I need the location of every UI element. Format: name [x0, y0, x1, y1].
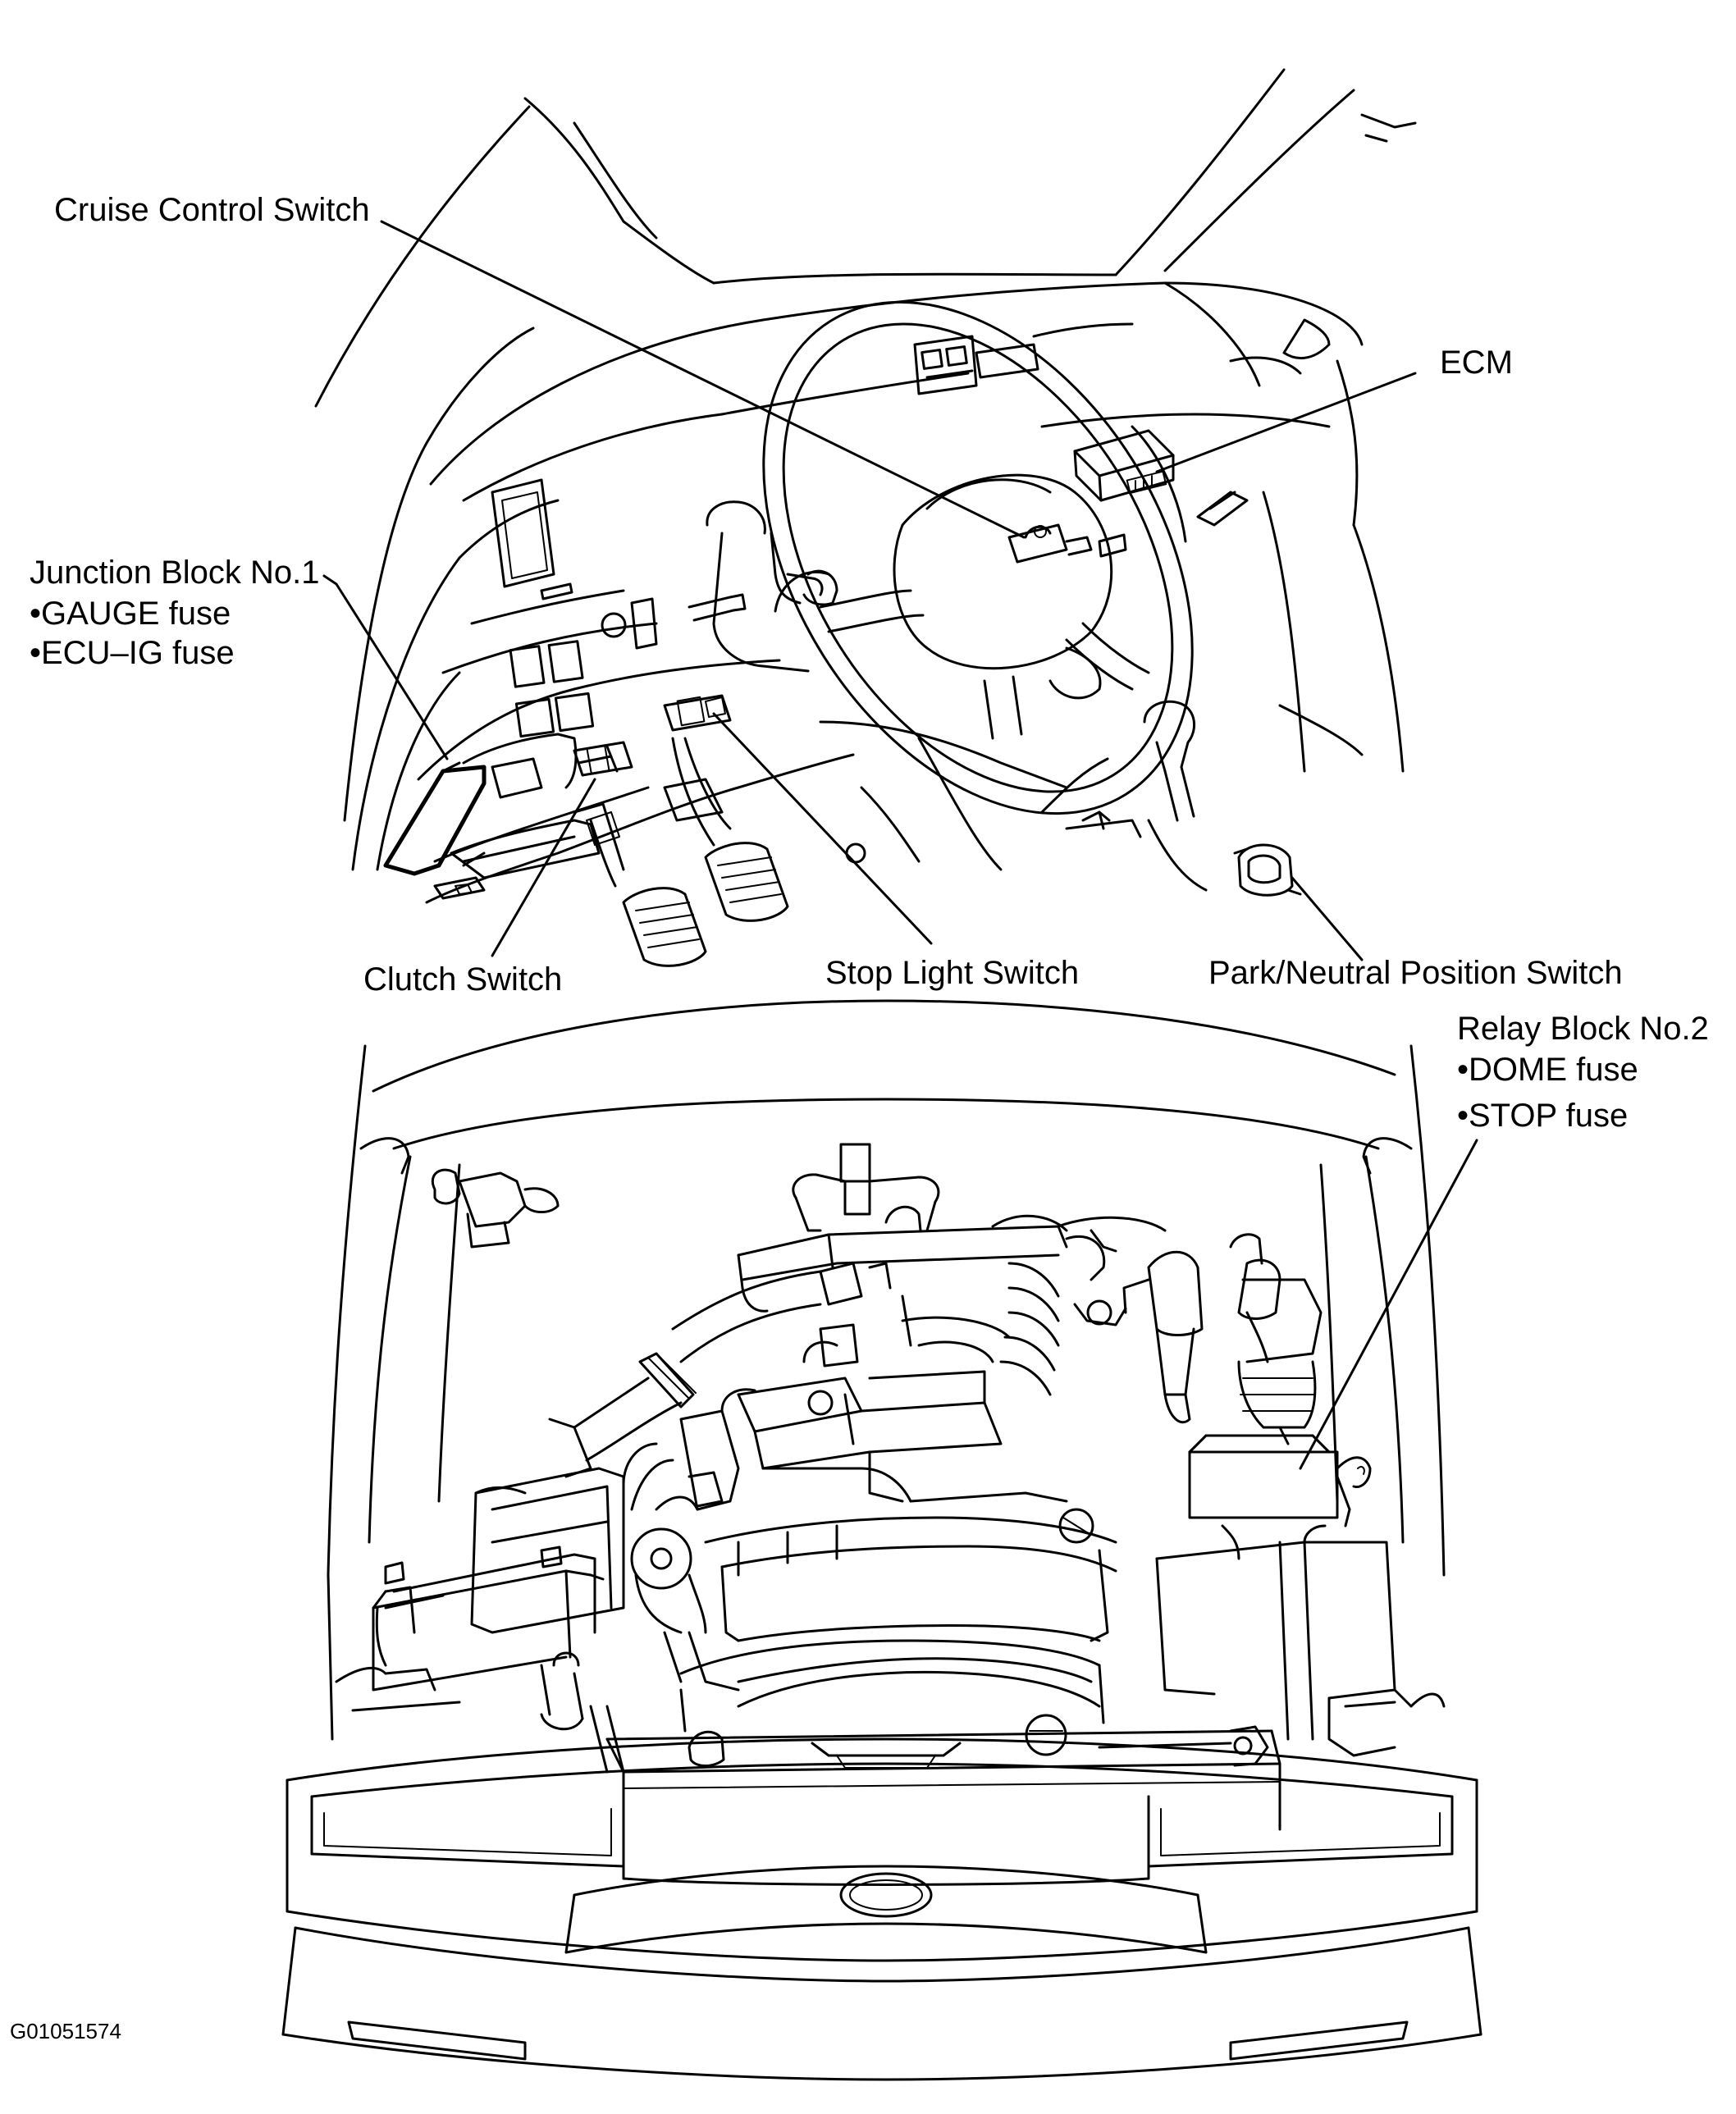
label-cruise-control-switch: Cruise Control Switch: [54, 192, 370, 228]
label-junction-block-fuse-ecu-ig: •ECU–IG fuse: [30, 635, 235, 671]
label-relay-block-fuse-dome: •DOME fuse: [1457, 1052, 1638, 1088]
leader-junction-block: [322, 574, 449, 760]
leader-clutch-switch: [491, 778, 596, 957]
label-clutch-switch: Clutch Switch: [363, 961, 563, 998]
label-ecm: ECM: [1440, 345, 1513, 381]
label-relay-block-fuse-stop: •STOP fuse: [1457, 1098, 1629, 1134]
label-junction-block-fuse-gauge: •GAUGE fuse: [30, 596, 231, 632]
cabin-interior-drawing: [314, 68, 1417, 967]
leader-relay-block: [1299, 1139, 1478, 1470]
figure-code: G01051574: [10, 2019, 121, 2043]
leader-ecm: [1155, 372, 1417, 473]
label-junction-block-title: Junction Block No.1: [30, 555, 320, 591]
label-stop-light-switch: Stop Light Switch: [825, 955, 1080, 991]
callout-leader-lines: [322, 220, 1478, 1470]
engine-bay-drawing: [281, 999, 1482, 2081]
leader-stop-light-switch: [712, 712, 933, 945]
leader-cruise-control: [380, 220, 1026, 539]
label-park-neutral-position-switch: Park/Neutral Position Switch: [1208, 955, 1623, 991]
leader-park-neutral: [1291, 876, 1364, 961]
label-relay-block-title: Relay Block No.2: [1457, 1011, 1709, 1047]
